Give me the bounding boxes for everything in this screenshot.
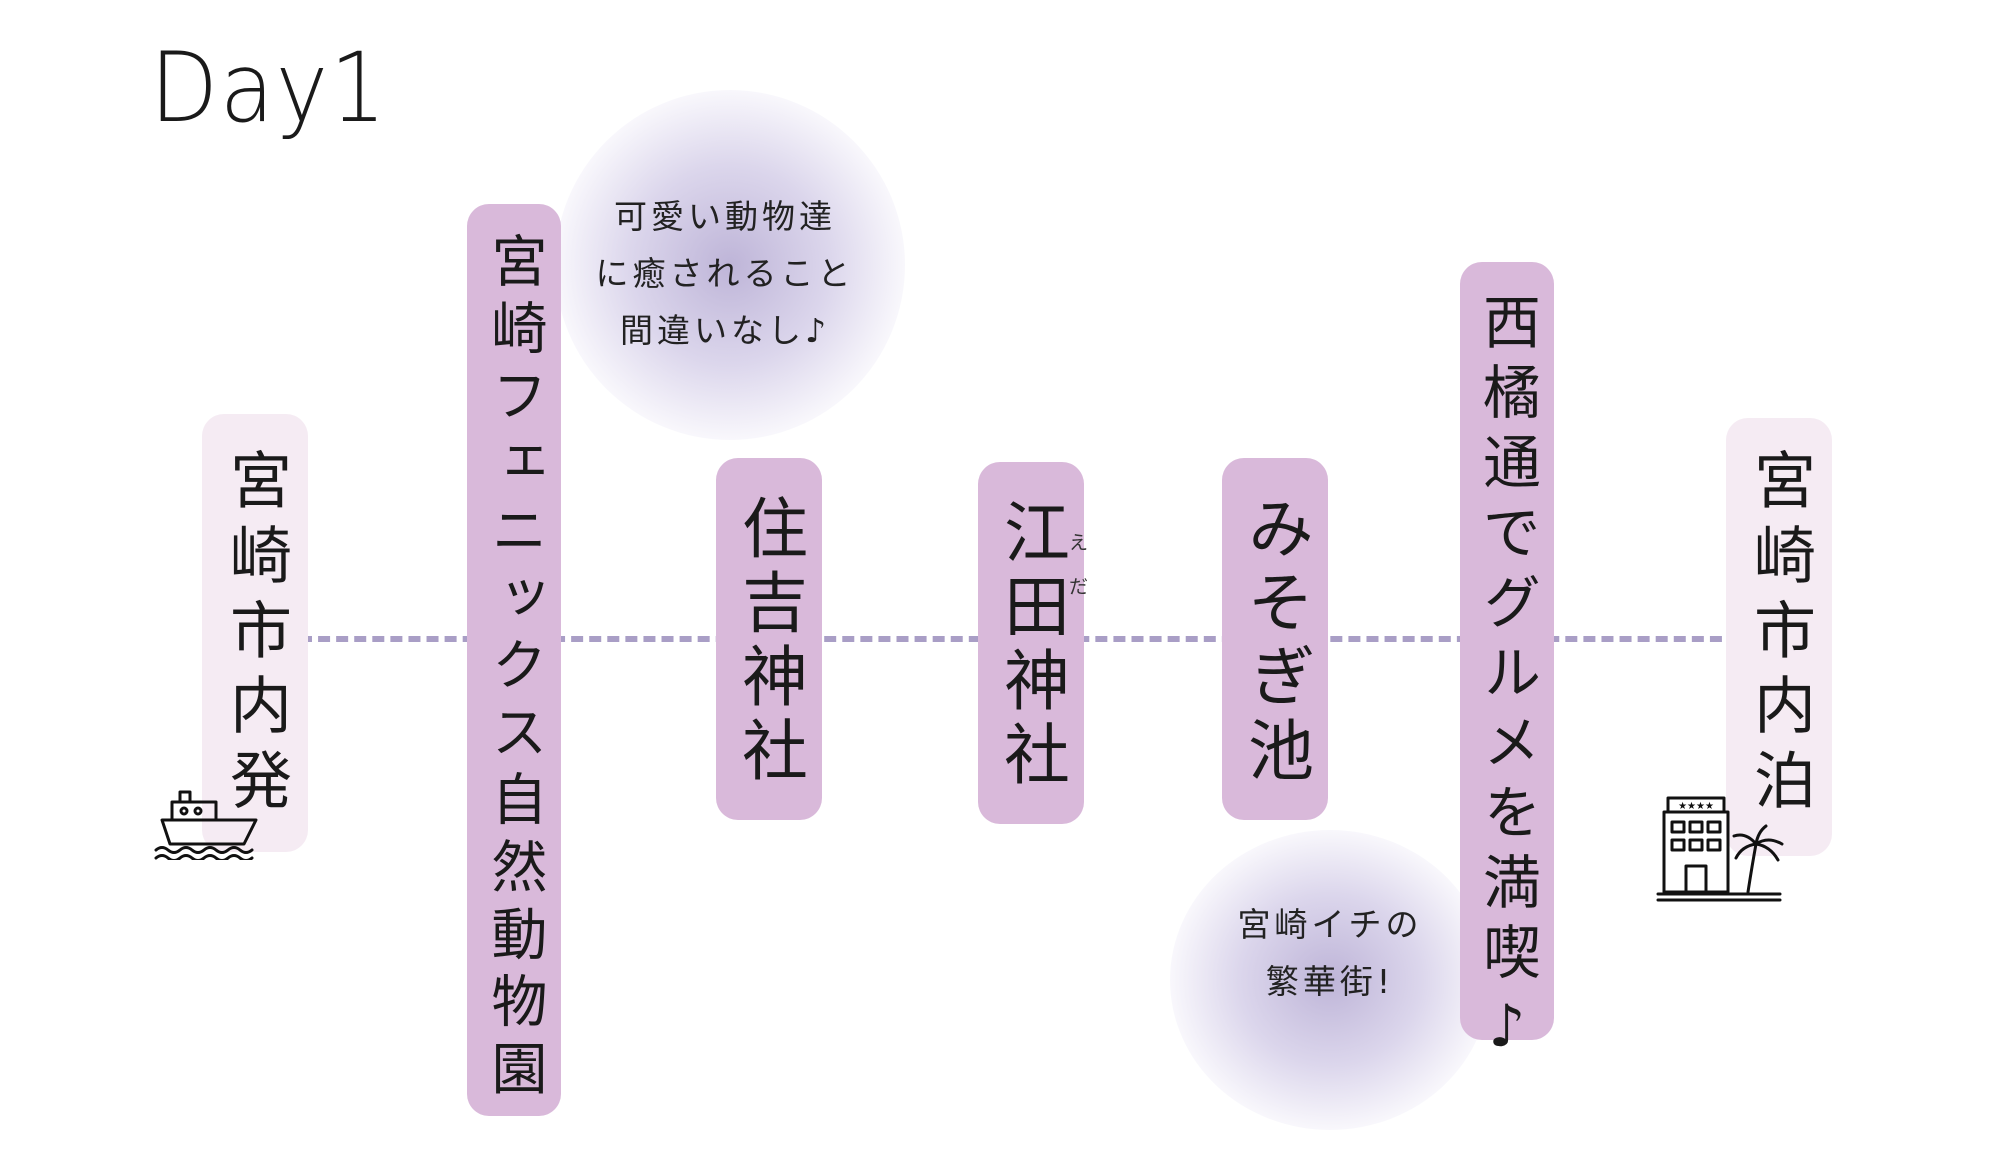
hotel-palm-icon: ★★★★ [1656, 788, 1786, 912]
eda-ruby-da: だ [1069, 576, 1089, 598]
stop-end: 宮崎市内泊 [1726, 418, 1832, 856]
stop-misogi: みそぎ池 [1222, 458, 1328, 820]
nishitachi-note-line-2: 繁華街! [1265, 962, 1395, 1001]
zoo-note: 可愛い動物達 に癒されること 間違いなし♪ [570, 188, 880, 359]
stop-start: 宮崎市内発 [202, 414, 308, 852]
stop-eda-label: 江田神社 [993, 498, 1070, 794]
stop-zoo: 宮崎フェニックス自然動物園 [467, 204, 561, 1116]
zoo-note-line-1: 可愛い動物達 [614, 197, 836, 236]
nishitachi-note: 宮崎イチの 繁華街! [1180, 896, 1480, 1010]
stop-zoo-label: 宮崎フェニックス自然動物園 [482, 232, 547, 1107]
svg-text:★★★★: ★★★★ [1678, 801, 1714, 812]
stop-sumiyoshi: 住吉神社 [716, 458, 822, 820]
stop-eda: 江田神社 [978, 462, 1084, 824]
ship-icon [152, 790, 262, 864]
stop-sumiyoshi-label: 住吉神社 [731, 494, 808, 790]
zoo-note-line-2: に癒されること [595, 254, 855, 293]
eda-ruby-e: え [1069, 532, 1089, 554]
zoo-note-line-3: 間違いなし♪ [619, 311, 831, 350]
nishitachi-note-line-1: 宮崎イチの [1237, 905, 1423, 944]
nishitachi-note-blob [1170, 830, 1490, 1130]
stop-nishitachi-label: 西橘通でグルメを満喫♪ [1473, 292, 1541, 1072]
stop-nishitachi: 西橘通でグルメを満喫♪ [1460, 262, 1554, 1072]
zoo-note-blob [555, 90, 905, 440]
stop-misogi-label: みそぎ池 [1237, 494, 1314, 790]
stop-end-label: 宮崎市内泊 [1743, 448, 1816, 823]
stop-start-label: 宮崎市内発 [219, 448, 292, 823]
day-title: Day1 [150, 32, 388, 144]
